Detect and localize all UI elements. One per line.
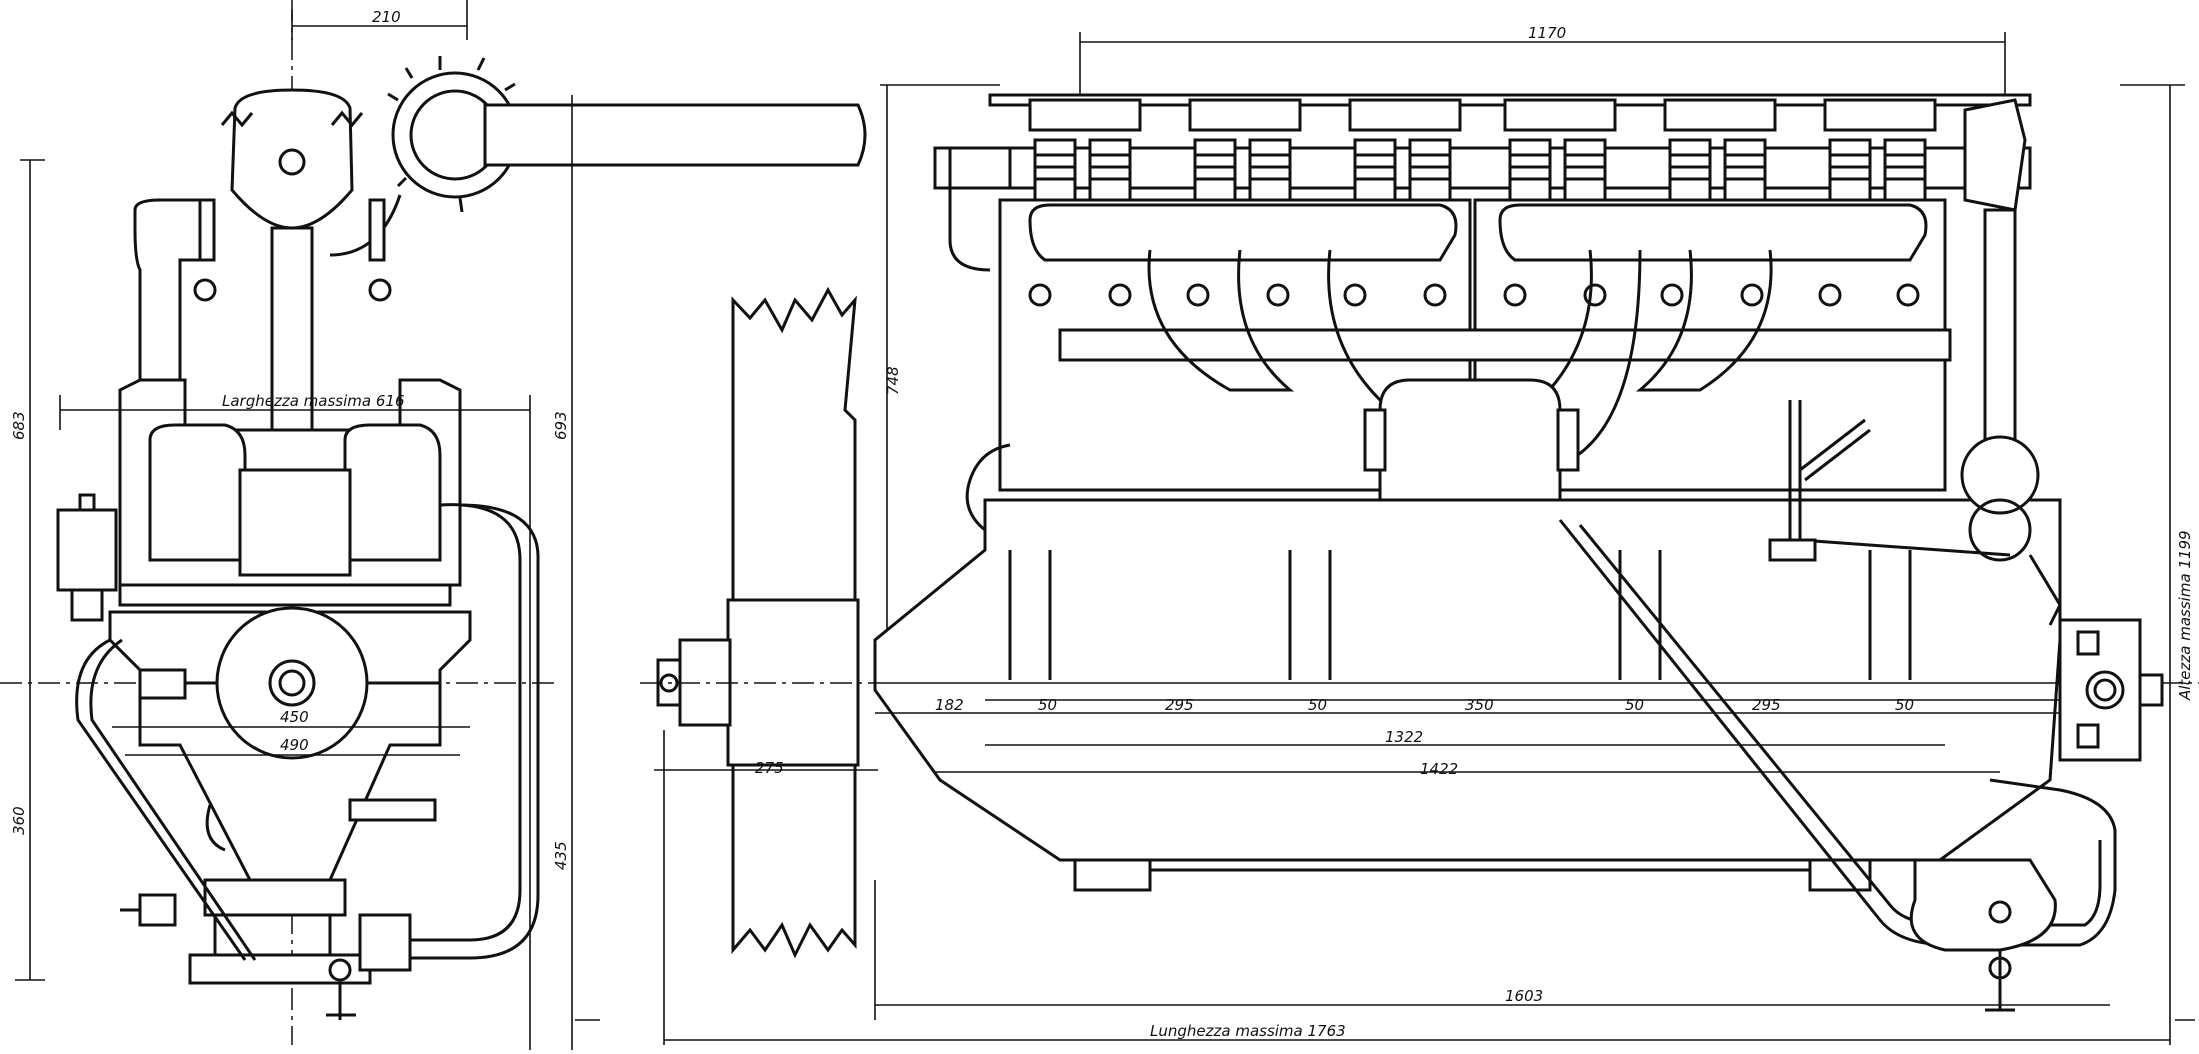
dim-label-50-d: 50: [1895, 696, 1914, 714]
cylinder-3: [1348, 98, 1462, 202]
dim-label-182: 182: [935, 696, 964, 714]
front-crankcase: 450 490: [108, 606, 472, 882]
side-crankcase: [873, 498, 2062, 892]
dim-label-210: 210: [372, 8, 401, 26]
dim-label-490: 490: [280, 736, 309, 754]
dim-height-748: 748: [880, 84, 1000, 683]
dim-overall: 1603 Lunghezza massima 1763: [664, 880, 2170, 1041]
cylinder-2: [1188, 98, 1302, 202]
dim-label-50-c: 50: [1625, 696, 1644, 714]
side-magneto: [56, 493, 118, 622]
propeller-hub: 275: [654, 286, 878, 1045]
dim-label-1422: 1422: [1420, 760, 1458, 778]
dim-left-heights: 683 360: [10, 159, 45, 981]
dim-label-435: 435: [552, 841, 570, 870]
front-oil-pipes: [75, 503, 540, 972]
hex-nuts: [1028, 283, 1920, 307]
dim-label-1322: 1322: [1385, 728, 1423, 746]
throttle-lever: [1768, 400, 1871, 562]
dim-label-275: 275: [755, 759, 784, 777]
front-block: [118, 378, 462, 607]
dim-segments: 182 50 295 50 350 50 295 50 1322 1422: [875, 696, 2060, 778]
dim-label-50-a: 50: [1038, 696, 1057, 714]
front-sump: [120, 798, 437, 1020]
intake-manifold: [1147, 249, 1773, 462]
water-pump: [329, 56, 867, 257]
dim-max-height: Altezza massima 1199: [2120, 84, 2194, 1045]
label-larghezza-massima: Larghezza massima 616: [222, 392, 404, 410]
dim-label-1603: 1603: [1505, 987, 1543, 1005]
rear-accessory-housing: [1960, 98, 2164, 762]
dim-label-450: 450: [280, 708, 309, 726]
side-oil-pipes: [965, 443, 2117, 1012]
dim-label-295-b: 295: [1752, 696, 1781, 714]
dim-label-350: 350: [1465, 696, 1494, 714]
dim-right-heights: 693 435: [552, 95, 573, 1050]
dim-top-width: 210: [291, 0, 468, 40]
side-view: 1170 748: [575, 24, 2199, 1045]
cylinder-row: [1028, 98, 1937, 202]
cylinder-5: [1663, 98, 1777, 202]
dim-label-1170: 1170: [1528, 24, 1566, 42]
front-view: 210: [0, 0, 867, 1050]
label-altezza-massima: Altezza massima 1199: [2176, 530, 2194, 701]
dim-label-295-a: 295: [1165, 696, 1194, 714]
dim-label-693: 693: [552, 411, 570, 440]
label-lunghezza-massima: Lunghezza massima 1763: [1150, 1022, 1346, 1040]
dim-label-748: 748: [884, 366, 902, 395]
cylinder-4: [1503, 98, 1617, 202]
dim-max-width: Larghezza massima 616: [59, 392, 531, 1050]
dim-label-360: 360: [10, 806, 28, 835]
dim-label-683: 683: [10, 411, 28, 440]
cylinder-1: [1028, 98, 1142, 202]
dim-label-50-b: 50: [1308, 696, 1327, 714]
